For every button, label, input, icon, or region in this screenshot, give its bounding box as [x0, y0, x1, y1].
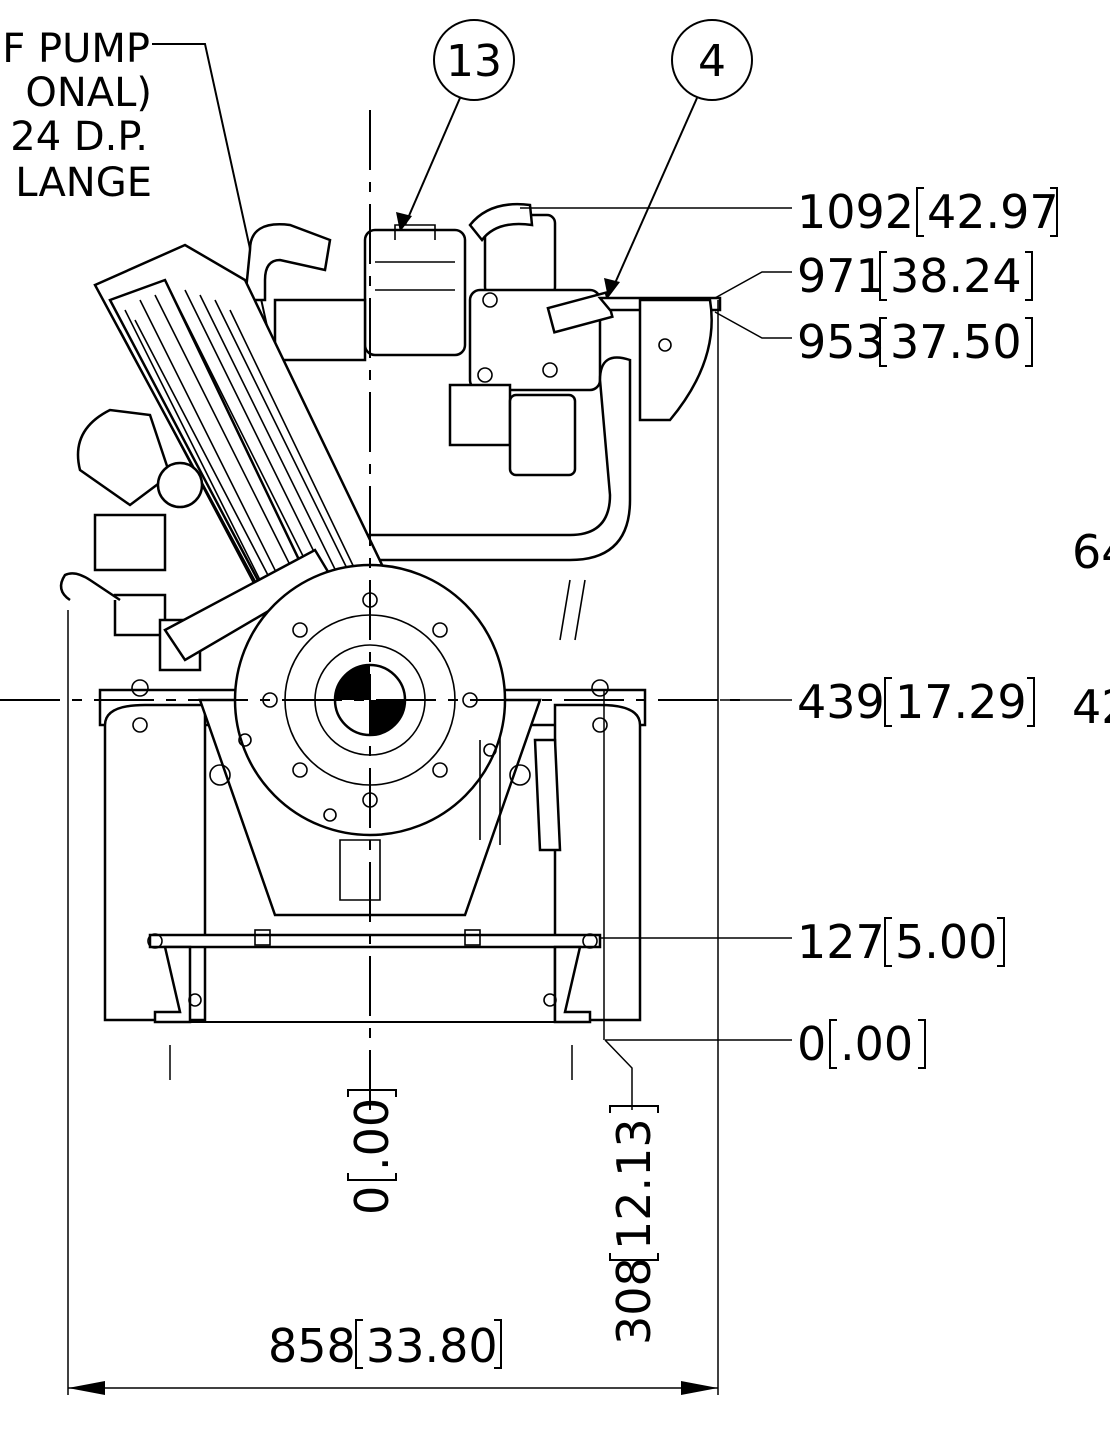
dim-127-brackets: [884, 917, 1005, 967]
right-foot-bracket: [553, 945, 592, 1024]
dim-127-value: 127: [797, 915, 885, 969]
vertical-dimensions: 1092 42.97 971 38.24 953 37.50 439 17.29…: [520, 185, 1059, 1071]
dim-127-inch: 5.00: [895, 915, 997, 969]
dim-1092-inch: 42.97: [927, 185, 1059, 239]
dim-0-value: 0: [797, 1017, 826, 1071]
dim-0-brackets: [829, 1019, 926, 1069]
dim-h-0-inch: .00: [345, 1098, 399, 1171]
edge-label-64: 64: [1072, 525, 1110, 579]
note-line-1: F PUMP: [2, 26, 150, 72]
dim-971-brackets: [879, 251, 1033, 301]
note-line-2: ONAL): [25, 70, 152, 116]
dim-h-858-inch: 33.80: [366, 1319, 498, 1373]
filter-housing: [363, 228, 467, 357]
dim-439-value: 439: [797, 675, 885, 729]
dim-1092-value: 1092: [797, 185, 914, 239]
dim-h-308-value: 308: [607, 1257, 661, 1345]
dim-953-value: 953: [797, 315, 885, 369]
note-line-3: 24 D.P.: [10, 114, 148, 160]
balloon-13-circle: [433, 19, 515, 101]
note-line-4: LANGE: [15, 160, 152, 206]
dim-h-308: 308 12.13: [607, 1105, 661, 1345]
dim-953-brackets: [879, 317, 1033, 367]
side-module: [93, 513, 167, 572]
balloon-4-leader: [611, 97, 698, 291]
balloon-4-arrow: [604, 278, 620, 298]
balloon-13-arrow: [396, 212, 412, 232]
left-foot-bracket: [153, 945, 192, 1024]
engine-body: [59, 203, 722, 1024]
intake-elbow: [243, 223, 332, 302]
balloon-13-label: 13: [446, 36, 502, 87]
dim-1092-brackets: [916, 187, 1058, 237]
horizontal-dimensions: 0 .00 308 12.13 858 33.80: [68, 1089, 718, 1395]
dim-h-0: 0 .00: [345, 1089, 399, 1215]
dim-h-0-value: 0: [345, 1186, 399, 1215]
dim-0-inch: .00: [840, 1017, 913, 1071]
dim-953-inch: 37.50: [890, 315, 1022, 369]
balloon-13: 13: [396, 19, 515, 232]
dim-971-value: 971: [797, 249, 885, 303]
extension-lines: [67, 300, 719, 1395]
dim-439-brackets: [884, 677, 1035, 727]
dim-h-858-value: 858: [268, 1319, 356, 1373]
balloon-13-leader: [404, 97, 461, 226]
balloon-4-label: 4: [698, 36, 726, 87]
balloon-4-circle: [671, 19, 753, 101]
edge-label-42: 42: [1072, 680, 1110, 734]
dim-439-inch: 17.29: [895, 675, 1027, 729]
dim-971-inch: 38.24: [890, 249, 1022, 303]
balloon-4: 4: [604, 19, 753, 298]
alternator: [76, 408, 172, 507]
mounting-rail: [148, 933, 602, 949]
dim-h-308-inch: 12.13: [607, 1118, 661, 1250]
